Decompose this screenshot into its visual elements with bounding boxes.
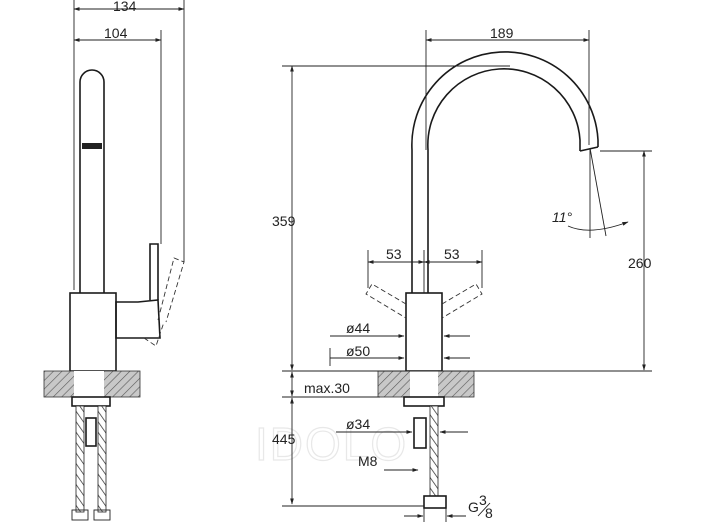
front-lever-left bbox=[365, 283, 407, 319]
front-spout-inner bbox=[427, 68, 581, 293]
side-body bbox=[69, 292, 117, 372]
front-stud bbox=[413, 417, 427, 449]
dim-angle: 11° bbox=[552, 209, 573, 225]
front-nut bbox=[403, 396, 445, 407]
side-hose-left bbox=[75, 405, 85, 513]
dim-lever-right: 53 bbox=[444, 246, 460, 262]
dim-spout-height: 260 bbox=[628, 255, 652, 271]
dim-below-height: 445 bbox=[272, 431, 296, 447]
dim-front-reach: 189 bbox=[490, 25, 514, 41]
side-fitting-left bbox=[71, 509, 89, 521]
dim-connection-frac-top: 3 bbox=[479, 492, 487, 508]
front-lever-right bbox=[441, 283, 483, 319]
side-aerator bbox=[82, 143, 102, 149]
dim-side-total-width: 134 bbox=[113, 0, 137, 14]
dim-dia-44: ø44 bbox=[346, 320, 370, 336]
side-spout bbox=[79, 69, 105, 293]
dim-thread: M8 bbox=[358, 453, 378, 469]
front-hose bbox=[429, 405, 439, 497]
side-nut bbox=[71, 396, 111, 407]
side-lever-alt bbox=[143, 257, 185, 347]
dim-angle-arc bbox=[567, 221, 629, 231]
watermark: IDOLO bbox=[255, 418, 408, 470]
front-body bbox=[405, 292, 443, 372]
dim-side-spout-width: 104 bbox=[104, 25, 128, 41]
side-lever bbox=[149, 243, 159, 300]
dim-lever-left: 53 bbox=[386, 246, 402, 262]
side-fitting-right bbox=[93, 509, 111, 521]
dim-connection-frac-bot: 8 bbox=[485, 505, 493, 521]
dim-dia-50: ø50 bbox=[346, 343, 370, 359]
dim-max-thickness: max.30 bbox=[304, 380, 350, 396]
front-spout-outlet bbox=[579, 146, 599, 152]
dim-front-height: 359 bbox=[272, 213, 296, 229]
front-spout-outer bbox=[411, 51, 599, 293]
front-view: 189 359 260 11° 53 53 ø44 ø50 bbox=[272, 25, 652, 522]
dim-connection: G bbox=[468, 499, 479, 515]
side-hose-right bbox=[97, 405, 107, 513]
side-stud bbox=[85, 417, 97, 447]
dim-dia-34: ø34 bbox=[346, 416, 370, 432]
front-fitting bbox=[423, 495, 447, 509]
side-lever-housing bbox=[115, 299, 161, 339]
side-view: 134 104 bbox=[43, 0, 185, 521]
